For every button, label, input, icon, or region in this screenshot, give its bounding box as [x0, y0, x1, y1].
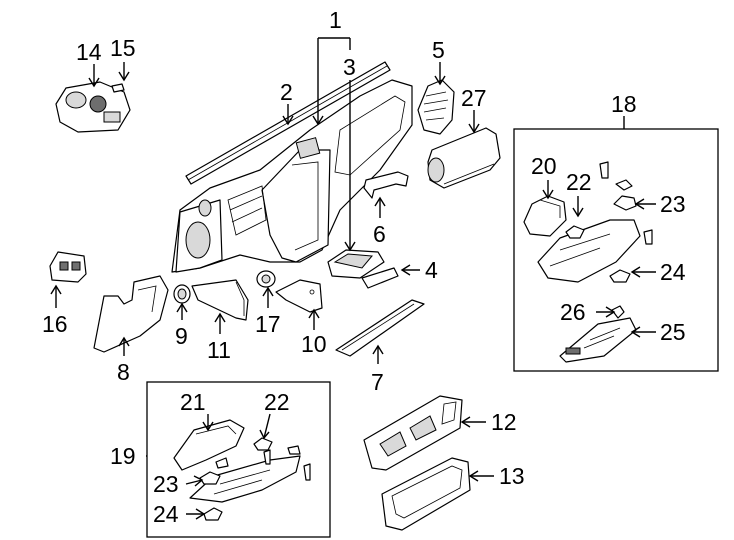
callout-22-upper: 22 — [566, 169, 592, 195]
clip-part-19d — [215, 457, 229, 469]
screw-part-18a — [599, 161, 609, 179]
callout-14: 14 — [76, 39, 102, 65]
leader-lines — [50, 37, 656, 520]
detail-box-19 — [146, 381, 331, 538]
trim-strip-part — [361, 267, 399, 289]
clip-part-22 — [565, 225, 585, 239]
callout-8: 8 — [117, 359, 130, 385]
callout-13: 13 — [499, 463, 525, 489]
callout-6: 6 — [373, 221, 386, 247]
callout-23-upper: 23 — [660, 191, 686, 217]
callout-17: 17 — [255, 311, 281, 337]
clip-part-22-lower — [253, 437, 273, 451]
bezel-part — [363, 395, 463, 471]
nut-part-24 — [609, 269, 631, 283]
callout-18: 18 — [611, 91, 637, 117]
detail-box-18 — [513, 128, 719, 372]
callout-3: 3 — [343, 54, 356, 80]
bracket-part — [327, 249, 385, 279]
screw-part-19a — [263, 449, 271, 465]
callout-9: 9 — [175, 323, 188, 349]
callout-16: 16 — [42, 311, 68, 337]
callout-5: 5 — [432, 37, 445, 63]
callout-27: 27 — [461, 85, 487, 111]
switch-part — [49, 251, 87, 283]
callout-11: 11 — [207, 337, 231, 363]
cover-panel-part — [191, 279, 249, 321]
callout-12: 12 — [491, 409, 517, 435]
nut-part-24-lower — [203, 507, 223, 521]
callout-20: 20 — [531, 153, 557, 179]
screw-part-19b — [303, 463, 311, 481]
switch-assembly-part — [55, 81, 131, 133]
nut-part-23 — [613, 195, 637, 211]
knob-part — [173, 284, 191, 304]
tray-part — [381, 457, 471, 531]
callout-22-lower: 22 — [264, 389, 290, 415]
callout-19: 19 — [110, 443, 136, 469]
callout-21: 21 — [180, 389, 206, 415]
callout-23-lower: 23 — [153, 471, 179, 497]
clip-part-19c — [287, 445, 301, 455]
callout-15: 15 — [110, 35, 136, 61]
clip-part-18c — [615, 179, 633, 191]
trim-panel-part — [275, 279, 323, 313]
nut-part-23-lower — [199, 471, 221, 485]
callout-7: 7 — [371, 369, 384, 395]
callout-4: 4 — [425, 257, 438, 283]
grommet-part — [256, 270, 276, 288]
bracket-part-19 — [189, 455, 301, 503]
callout-24-lower: 24 — [153, 501, 179, 527]
airbag-module-part — [427, 127, 501, 189]
callout-10: 10 — [301, 331, 327, 357]
vent-bezel-part — [417, 79, 455, 135]
clip-part-26 — [611, 305, 625, 319]
lower-panel-part — [335, 299, 425, 357]
side-trim-part — [93, 275, 169, 353]
screw-part-18b — [643, 229, 653, 245]
handle-part — [363, 171, 409, 199]
callout-24-upper: 24 — [660, 259, 686, 285]
callout-1: 1 — [329, 7, 342, 33]
callout-25: 25 — [660, 319, 686, 345]
callout-2: 2 — [280, 79, 293, 105]
callout-26: 26 — [560, 299, 586, 325]
duct-part-20 — [523, 195, 567, 237]
instrument-panel-part — [171, 79, 413, 273]
callout-labels: 1 2 3 4 5 6 7 8 9 10 11 12 13 14 15 16 1… — [42, 7, 686, 527]
duct-part-21 — [173, 419, 245, 471]
screw-part — [111, 83, 125, 93]
